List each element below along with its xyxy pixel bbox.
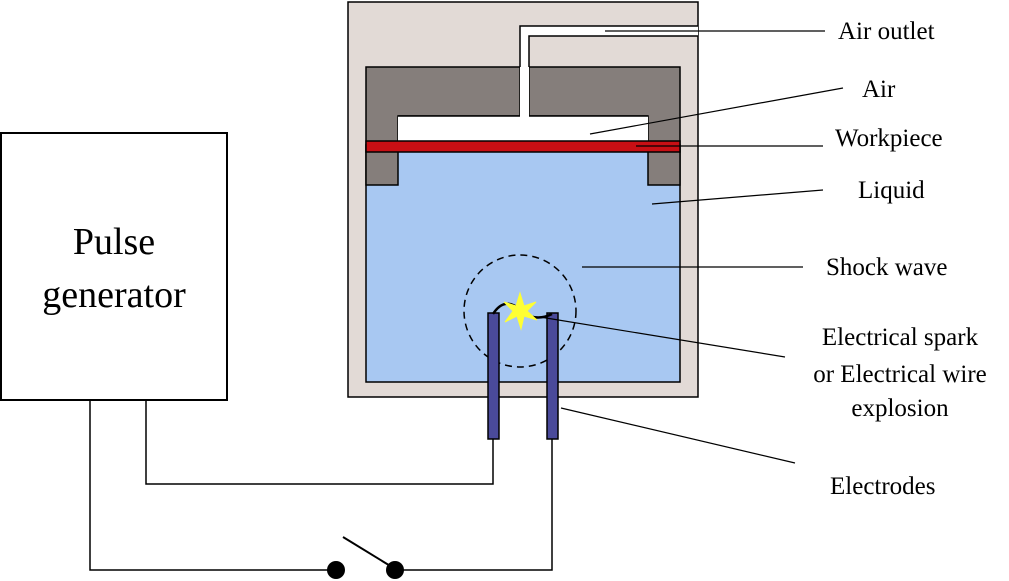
- leader-electrodes: [560, 407, 796, 464]
- liquid-region: [365, 144, 681, 383]
- workpiece: [365, 140, 681, 153]
- leader-spark: [539, 316, 786, 358]
- air-outlet-tube: [520, 26, 698, 116]
- pulse-generator-box: [0, 132, 228, 401]
- switch-terminal-right: [386, 561, 404, 579]
- label-workpiece: Workpiece: [835, 125, 943, 152]
- shock-wave-circle: [463, 254, 577, 368]
- switch-terminal-left: [327, 561, 345, 579]
- electrode-left: [487, 312, 500, 440]
- pulse-generator-label-line1: Pulse: [73, 221, 155, 263]
- leader-liquid: [651, 189, 824, 205]
- circuit-wire-lower-right: [395, 439, 553, 571]
- leader-air: [589, 87, 844, 135]
- label-spark-line2: or Electrical wire: [813, 361, 987, 388]
- air-gap: [398, 116, 648, 141]
- label-shock-wave: Shock wave: [826, 254, 948, 281]
- label-air: Air: [862, 76, 896, 103]
- spark-icon: [503, 291, 538, 331]
- pulse-generator-label-line2: generator: [42, 274, 186, 316]
- label-air-outlet: Air outlet: [838, 18, 935, 45]
- circuit-wire-upper: [145, 400, 494, 485]
- label-liquid: Liquid: [858, 177, 925, 204]
- circuit-wire-lower-left: [89, 400, 336, 571]
- label-spark-line3: explosion: [851, 395, 949, 422]
- switch-lever: [342, 536, 393, 568]
- electrode-right: [546, 312, 559, 440]
- label-electrodes: Electrodes: [830, 473, 936, 500]
- label-spark-line1: Electrical spark: [822, 324, 979, 351]
